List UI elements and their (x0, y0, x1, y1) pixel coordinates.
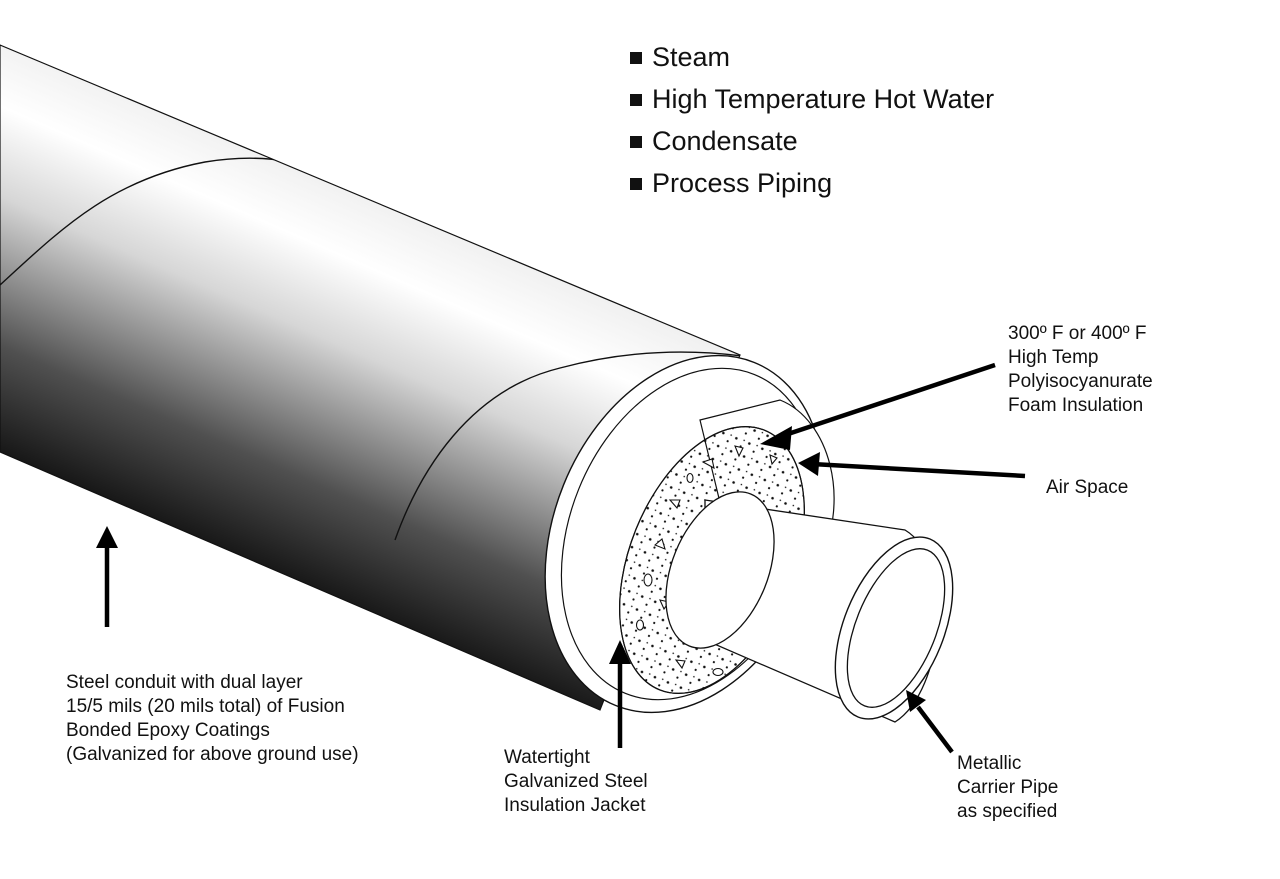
arrow-jacket-head (609, 640, 631, 664)
bullet-item: High Temperature Hot Water (630, 78, 994, 120)
air-space-label: Air Space (1046, 477, 1129, 498)
application-list: Steam High Temperature Hot Water Condens… (630, 36, 994, 204)
arrow-conduit-head (96, 526, 118, 548)
arrow-carrier-head (906, 690, 926, 712)
steel-conduit-label: Steel conduit with dual layer 15/5 mils … (66, 672, 359, 765)
foam-insulation-label: 300º F or 400º F High Temp Polyisocyanur… (1008, 323, 1153, 416)
insulation-jacket-label: Watertight Galvanized Steel Insulation J… (504, 747, 648, 816)
carrier-pipe-label: Metallic Carrier Pipe as specified (957, 753, 1059, 822)
square-bullet-icon (630, 136, 642, 148)
arrow-airspace-line (811, 461, 1026, 479)
spiral-seam-2 (394, 351, 740, 541)
square-bullet-icon (630, 178, 642, 190)
square-bullet-icon (630, 52, 642, 64)
square-bullet-icon (630, 94, 642, 106)
bullet-item: Process Piping (630, 162, 994, 204)
arrow-carrier-line (916, 705, 954, 754)
arrow-foam-head (760, 426, 792, 450)
bullet-item: Steam (630, 36, 994, 78)
arrow-foam-line (781, 362, 996, 439)
arrow-airspace-head (798, 452, 820, 476)
carrier-pipe-inner-wall (665, 491, 775, 649)
bullet-item: Condensate (630, 120, 994, 162)
carrier-pipe-bore (846, 548, 946, 708)
